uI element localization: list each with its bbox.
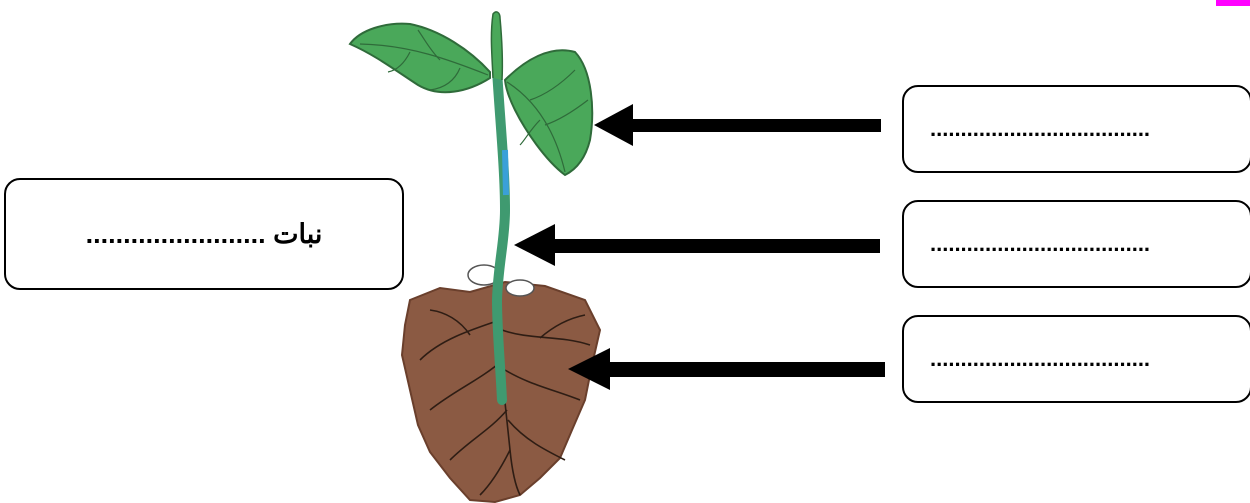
leaf-label-box[interactable]: .................................... — [902, 85, 1250, 173]
leaf-label-text: .................................... — [930, 116, 1150, 142]
roots-label-text: .................................... — [930, 346, 1150, 372]
shoot-tip — [491, 12, 502, 80]
stem-label-box[interactable]: .................................... — [902, 200, 1250, 288]
stem — [497, 70, 505, 400]
plant-label-text: نبات ........................ — [86, 219, 323, 250]
stem-label-text: .................................... — [930, 231, 1150, 257]
stem-blue-segment — [505, 150, 506, 195]
right-leaf — [505, 50, 592, 175]
seed-casing-right — [506, 280, 534, 296]
arrow-to-roots — [568, 348, 885, 390]
roots-label-box[interactable]: .................................... — [902, 315, 1250, 403]
arrow-to-stem — [514, 224, 880, 266]
plant-label-box[interactable]: نبات ........................ — [4, 178, 404, 290]
arrow-to-leaf — [594, 104, 881, 146]
